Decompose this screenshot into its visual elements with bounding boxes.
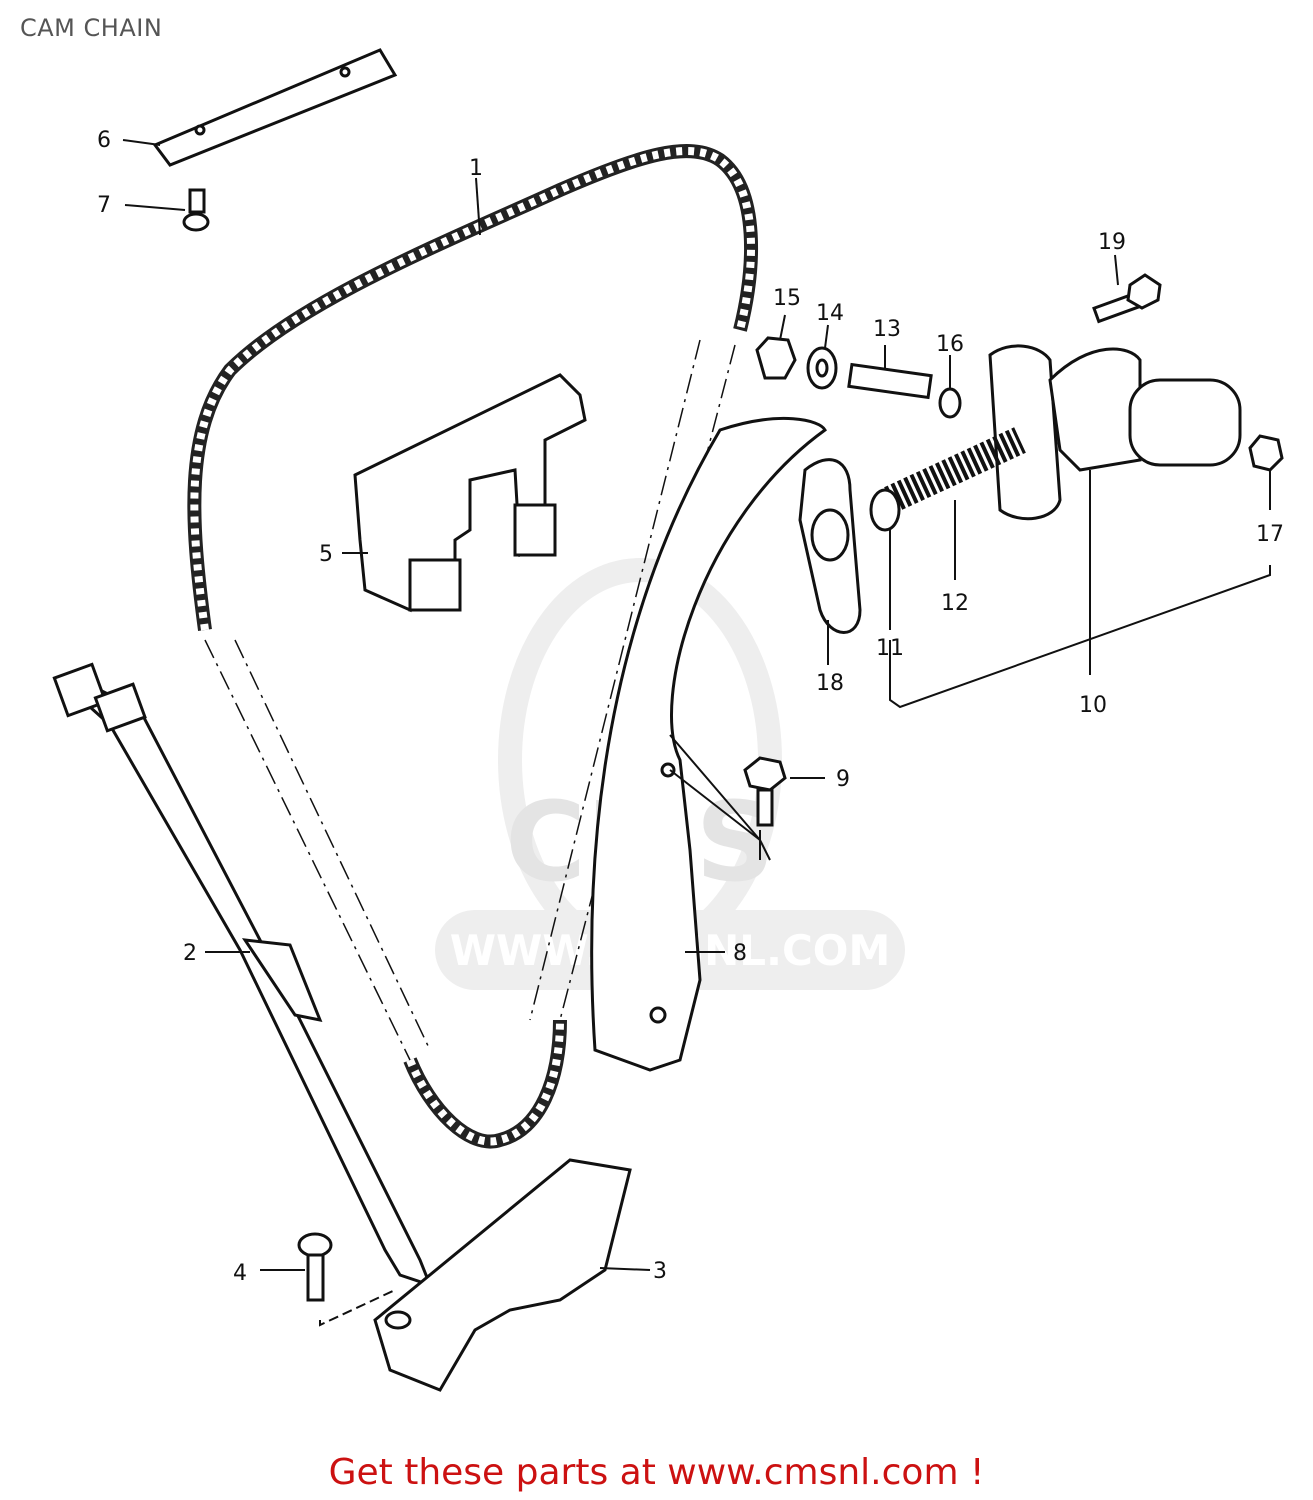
- part-15-nut: [755, 336, 797, 380]
- callout-16: 16: [936, 332, 964, 357]
- part-13-stud: [847, 362, 933, 400]
- part-14-washer: [806, 346, 838, 390]
- callout-18: 18: [816, 671, 844, 696]
- part-16-o-ring: [938, 387, 962, 419]
- callout-15: 15: [773, 286, 801, 311]
- callout-12: 12: [941, 591, 969, 616]
- callout-5: 5: [319, 542, 333, 567]
- callout-6: 6: [97, 128, 111, 153]
- part-5-chain-guide: [353, 373, 587, 613]
- callout-11: 11: [876, 636, 904, 661]
- callout-14: 14: [816, 301, 844, 326]
- part-12-spring: [884, 427, 1026, 513]
- callout-10: 10: [1079, 693, 1107, 718]
- part-2-guide-arm: [52, 662, 433, 1288]
- part-17-nut: [1248, 434, 1284, 472]
- part-4-screw: [297, 1232, 333, 1302]
- callout-1: 1: [469, 156, 483, 181]
- part-3-lower-guide: [373, 1158, 632, 1392]
- callout-13: 13: [873, 317, 901, 342]
- callout-8: 8: [733, 941, 747, 966]
- diagram-title: CAM CHAIN: [20, 14, 163, 42]
- leader-lines: [122, 139, 825, 1327]
- callout-4: 4: [233, 1261, 247, 1286]
- callout-17: 17: [1256, 522, 1284, 547]
- callout-3: 3: [653, 1259, 667, 1284]
- part-9-bolt: [743, 756, 787, 827]
- part-18-gasket: [798, 458, 862, 634]
- part-7-screw: [182, 188, 210, 232]
- part-19-bolt: [1092, 273, 1162, 324]
- part-10-tensioner-body: [988, 344, 1242, 521]
- callout-19: 19: [1098, 230, 1126, 255]
- part-11-pushrod: [869, 488, 901, 532]
- bracket-lines: [475, 177, 1271, 709]
- cam-chain-diagram: CMS WWW.CMSNL.COM: [52, 48, 1284, 1392]
- callout-labels: 1 2 3 4 5 6 7 8 9 10 11 12 13 14 15 16 1…: [97, 128, 1284, 1286]
- part-6-guide-plate: [152, 48, 398, 167]
- callout-9: 9: [836, 767, 850, 792]
- callout-2: 2: [183, 941, 197, 966]
- footer-link[interactable]: Get these parts at www.cmsnl.com !: [328, 1452, 985, 1493]
- part-8-tensioner-guide: [590, 417, 827, 1072]
- callout-7: 7: [97, 193, 111, 218]
